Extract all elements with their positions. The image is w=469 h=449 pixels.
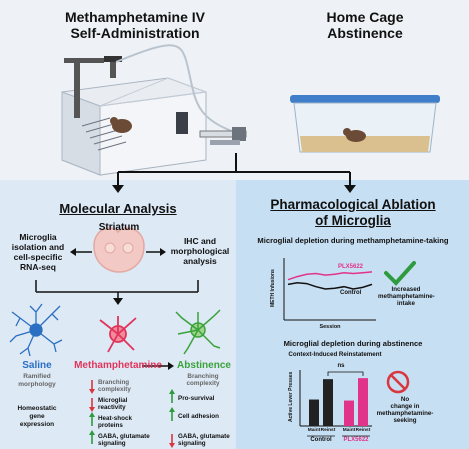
series-line-control bbox=[287, 282, 373, 290]
bar-tick-label: Reinst bbox=[320, 428, 336, 433]
result2-line: change in bbox=[390, 403, 420, 410]
abstinence-label: Abstinence bbox=[177, 360, 231, 371]
result1-line: intake bbox=[397, 300, 415, 307]
saline-sub-line: Ramified bbox=[23, 373, 51, 380]
bar-tick-label: Maint bbox=[342, 428, 356, 433]
microglia-saline-illustration bbox=[9, 303, 63, 357]
left-method-line: cell-specific bbox=[13, 252, 63, 262]
operant-chamber-illustration bbox=[61, 44, 247, 176]
microglia-abstinence-illustration bbox=[175, 309, 221, 355]
pharm-title-line1: Pharmacological Ablation bbox=[270, 197, 436, 212]
bar-control-maint bbox=[309, 399, 319, 426]
meth-item-line: signaling bbox=[98, 440, 126, 447]
line-chart-xlabel: Session bbox=[319, 324, 341, 330]
abstinence-item-line: GABA, glutamate bbox=[178, 433, 230, 440]
saline-label: Saline bbox=[22, 360, 52, 371]
result2-line: No bbox=[400, 396, 410, 403]
title-self-admin-line2: Self-Administration bbox=[70, 25, 200, 41]
bar-ns-label: ns bbox=[337, 363, 345, 369]
meth-item-line: Microglial bbox=[98, 397, 128, 404]
right-method-line: morphological bbox=[170, 246, 230, 256]
result2-line: methamphetamine- bbox=[376, 410, 434, 417]
abstinence-item-line: Cell adhesion bbox=[178, 413, 219, 420]
line-chart-ylabel: METH Infusions bbox=[270, 269, 276, 307]
result2-line: seeking bbox=[393, 417, 417, 424]
title-home-cage-line1: Home Cage bbox=[326, 9, 404, 25]
pharm-subtitle-1: Microglial depletion during methamphetam… bbox=[257, 236, 449, 245]
bar-chart-title: Context-Induced Reinstatement bbox=[288, 351, 382, 358]
abstinence-item-line: signaling bbox=[178, 440, 206, 447]
title-home-cage-line2: Abstinence bbox=[327, 25, 403, 41]
saline-note-line: gene bbox=[29, 413, 45, 420]
meth-item-line: GABA, glutamate bbox=[98, 433, 150, 440]
left-method-line: isolation and bbox=[11, 242, 65, 252]
right-method-line: IHC and bbox=[183, 236, 217, 246]
result1-line: methamphetamine- bbox=[378, 293, 435, 300]
pharm-subtitle-2: Microglial depletion during abstinence bbox=[283, 339, 423, 348]
left-method-line: Microglia bbox=[19, 232, 57, 242]
abstinence-item-line: complexity bbox=[186, 380, 220, 387]
ns-bracket bbox=[327, 371, 364, 376]
bar-control-reinst bbox=[323, 379, 333, 426]
home-cage-illustration bbox=[290, 95, 440, 153]
left-method-line: RNA-seq bbox=[20, 262, 56, 272]
microglia-meth-illustration bbox=[99, 316, 137, 353]
result1-line: Increased bbox=[391, 286, 421, 293]
meth-label: Methamphetamine bbox=[74, 360, 162, 371]
saline-note-line: Homeostatic bbox=[17, 405, 57, 412]
bar-plx5622-reinst bbox=[358, 378, 368, 426]
title-self-admin-line1: Methamphetamine IV bbox=[64, 9, 206, 25]
bar-chart-ylabel: Active Lever Presses bbox=[288, 371, 294, 423]
no-change-icon bbox=[386, 370, 410, 394]
bar-tick-label: Reinst bbox=[355, 428, 371, 433]
legend-control: Control bbox=[340, 290, 362, 296]
meth-item-line: reactivity bbox=[98, 404, 126, 411]
molecular-panel bbox=[0, 180, 236, 449]
brain-section-illustration bbox=[93, 227, 145, 273]
saline-sub-line: morphology bbox=[18, 381, 56, 388]
abstinence-item-line: Pro-survival bbox=[178, 395, 215, 402]
right-method-line: analysis bbox=[183, 256, 217, 266]
meth-item-line: complexity bbox=[98, 386, 131, 393]
meth-item-line: Heat-shock bbox=[98, 415, 132, 422]
bar-group-label-control: Control bbox=[310, 437, 332, 443]
saline-note-line: expression bbox=[19, 421, 55, 428]
meth-item-line: proteins bbox=[98, 422, 123, 429]
bar-group-label-plx5622: PLX5622 bbox=[343, 437, 369, 443]
pharm-title-line2: of Microglia bbox=[315, 213, 391, 228]
striatum-label: Striatum bbox=[98, 222, 140, 233]
bar-plx5622-maint bbox=[344, 400, 354, 426]
abstinence-item-line: Branching bbox=[187, 373, 219, 380]
legend-plx5622: PLX5622 bbox=[338, 264, 364, 270]
bar-tick-label: Maint bbox=[307, 428, 321, 433]
series-line-plx5622 bbox=[287, 271, 373, 281]
meth-item-line: Branching bbox=[98, 379, 130, 386]
molecular-title: Molecular Analysis bbox=[59, 201, 177, 216]
checkmark-icon bbox=[384, 261, 416, 286]
